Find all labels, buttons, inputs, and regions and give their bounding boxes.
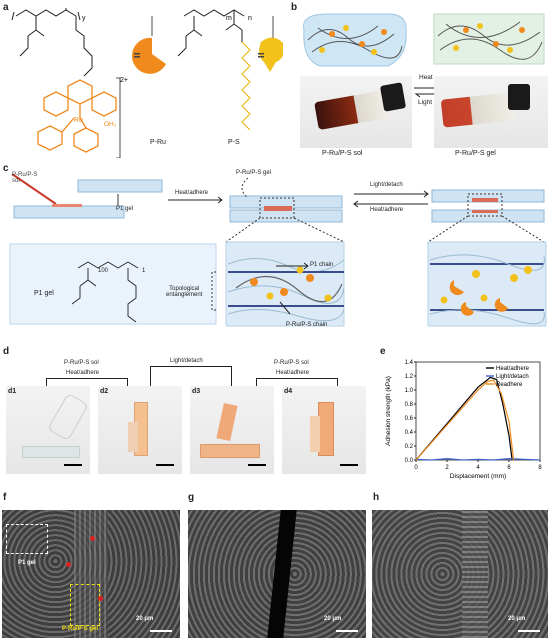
sol-network-illustration (303, 13, 407, 67)
sem-f-prugel-label: P-Ru/P-S gel (62, 626, 99, 632)
y-tick-label-5: 1.0 (405, 388, 414, 394)
heat-arrow-label: Heat (419, 74, 433, 81)
charge-bracket (116, 77, 121, 158)
sem-image-h (372, 510, 548, 638)
p1-subscript-100: 100 (98, 268, 109, 274)
p1-gel-box-label: P1 gel (34, 290, 54, 297)
panel-label-e: e (380, 346, 386, 357)
sem-h-scale: 20 μm (508, 616, 526, 622)
photo-d4 (282, 386, 366, 474)
legend-label-2: Readhere (496, 382, 523, 388)
ps-cartoon-icon (259, 16, 283, 72)
charge-label: 2+ (120, 77, 128, 84)
panel-label-a: a (3, 2, 9, 13)
panel-label-c: c (3, 163, 9, 174)
ru-complex (37, 79, 117, 153)
ps-structure (177, 9, 245, 57)
pru-name: P-Ru (150, 139, 166, 146)
photo-d3 (190, 386, 274, 474)
p1-chain-label: P1 chain (310, 262, 334, 268)
series-line-0 (415, 376, 513, 461)
x-tick-label-1: 2 (445, 465, 449, 471)
heat-adhere-arrow-label: Heat/adhere (175, 190, 209, 196)
y-tick-label-7: 1.4 (405, 360, 414, 366)
label-d1: d1 (8, 388, 17, 395)
panel-c-adhesion-schematic (9, 173, 547, 327)
sem-f-scale: 20 μm (136, 616, 154, 622)
label-d4: d4 (284, 388, 293, 395)
y-tick-label-3: 0.6 (405, 416, 414, 422)
panel-label-g: g (188, 492, 195, 503)
y-tick-label-2: 0.4 (405, 430, 414, 436)
legend-label-0: Heat/adhere (496, 366, 530, 372)
sem-image-f (2, 510, 180, 638)
panel-label-d: d (3, 346, 10, 357)
pru-cartoon-icon (131, 16, 166, 74)
x-axis-label: Displacement (mm) (450, 473, 506, 480)
ps-n-subscript: n (248, 15, 252, 22)
panel-label-f: f (3, 492, 7, 503)
ps-oligo-chain (241, 41, 251, 131)
x-tick-label-4: 8 (538, 465, 542, 471)
panel-label-b: b (291, 2, 298, 13)
photo-d2 (98, 386, 182, 474)
gel-vial-photo (434, 76, 548, 148)
light-arrow-label: Light (418, 99, 433, 106)
heat-adhere-arrow-label-2: Heat/adhere (370, 207, 404, 213)
y-tick-label-0: 0.0 (405, 458, 414, 464)
sem-image-g (188, 510, 366, 638)
label-d3: d3 (192, 388, 201, 395)
panel-label-h: h (373, 492, 380, 503)
y-tick-label-6: 1.2 (405, 374, 414, 380)
gel-label-c: P-Ru/P-S gel (236, 170, 272, 176)
x-tick-label-0: 0 (414, 465, 418, 471)
gel-caption: P-Ru/P-S gel (455, 150, 496, 157)
step2-label: Light/detach (170, 358, 203, 364)
step1-top-label: P-Ru/P-S sol (64, 360, 99, 366)
sol-caption: P-Ru/P-S sol (322, 150, 363, 157)
p1-gel-top-label: P1 gel (116, 206, 134, 212)
step1-bottom-label: Heat/adhere (66, 370, 100, 376)
pru-chain-label: P-Ru/P-S chain (286, 322, 328, 328)
y-tick-label-4: 0.8 (405, 402, 414, 408)
legend-label-1: Light/detach (496, 374, 529, 380)
step1-bracket (46, 378, 128, 387)
water-ligand: OH₂ (104, 121, 117, 128)
photo-d1 (6, 386, 90, 474)
light-detach-arrow-label: Light/detach (370, 182, 403, 188)
panel-a-structures: y Ru OH₂ 2+ m n (11, 8, 283, 158)
sol-label-c: P-Ru/P-S sol (12, 172, 38, 184)
step3-bottom-label: Heat/adhere (276, 370, 310, 376)
ps-m-subscript: m (226, 15, 232, 22)
equals-sign (134, 53, 140, 55)
sem-f-p1gel-label: P1 gel (18, 560, 36, 566)
ps-name: P-S (228, 139, 240, 146)
series-line-2 (415, 379, 515, 461)
step3-bracket (256, 378, 338, 387)
sol-vial-photo (300, 76, 412, 148)
x-tick-label-2: 4 (476, 465, 480, 471)
pru-structure (11, 8, 93, 77)
gel-network-illustration (433, 13, 545, 65)
y-tick-label-1: 0.2 (405, 444, 414, 450)
x-tick-label-3: 6 (507, 465, 511, 471)
adhesion-chart: 0 2 4 6 8 0.0 0.2 0.4 0.6 0.8 1.0 1.2 1.4Displacemen… (385, 360, 542, 480)
ru-atom: Ru (74, 117, 83, 124)
topological-entanglement-label: Topological entanglement (166, 286, 203, 298)
p1-subscript-1: 1 (142, 268, 146, 274)
step3-top-label: P-Ru/P-S sol (274, 360, 309, 366)
y-axis-label: Adhesion strength (kPa) (385, 376, 392, 446)
label-d2: d2 (100, 388, 109, 395)
series-line-1 (415, 457, 541, 461)
pru-y-subscript: y (82, 15, 86, 22)
step2-bracket (150, 366, 232, 387)
sem-g-scale: 20 μm (324, 616, 342, 622)
